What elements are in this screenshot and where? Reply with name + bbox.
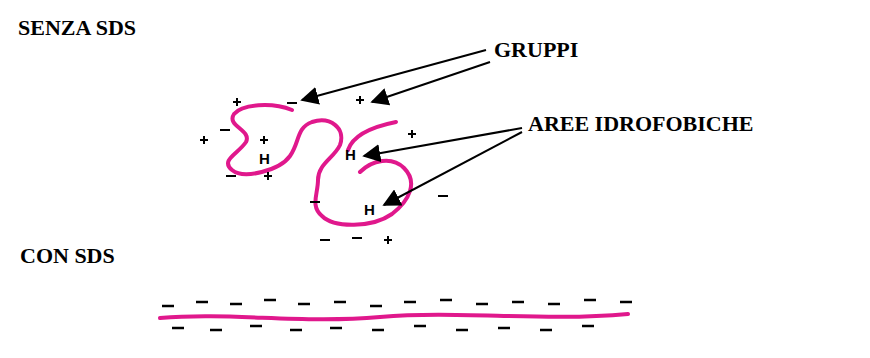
charge-signs <box>200 96 448 244</box>
minus-sign <box>226 175 236 177</box>
minus-sign <box>352 237 362 239</box>
plus-sign <box>384 236 392 244</box>
plus-sign <box>264 172 272 180</box>
minus-signs-bottom <box>172 326 594 330</box>
minus-sign <box>310 201 320 203</box>
leader-arrows <box>302 50 522 205</box>
hydrophobic-mark: H <box>259 151 270 168</box>
section-heading: CON SDS <box>20 244 115 268</box>
plus-sign <box>260 136 268 144</box>
callout-label: GRUPPI <box>494 38 578 62</box>
plus-sign <box>408 130 416 138</box>
unfolded-charges <box>162 300 632 330</box>
minus-sign <box>320 239 330 241</box>
hydrophobic-mark: H <box>364 202 375 219</box>
folded-chain-end <box>348 122 396 150</box>
plus-sign <box>356 96 364 104</box>
protein-chain <box>160 105 628 319</box>
callout-label: AREE IDROFOBICHE <box>528 112 754 136</box>
section-heading: SENZA SDS <box>18 16 136 40</box>
leader-arrow <box>302 50 486 100</box>
folded-chain <box>228 105 411 225</box>
leader-arrow <box>384 132 522 205</box>
minus-sign <box>438 195 448 197</box>
minus-signs-top <box>162 300 632 306</box>
minus-sign <box>220 129 230 131</box>
minus-sign <box>287 102 297 104</box>
hydrophobic-mark: H <box>345 147 356 164</box>
plus-sign <box>233 98 241 106</box>
leader-arrow <box>364 128 522 156</box>
plus-sign <box>200 136 208 144</box>
leader-arrow <box>372 62 490 102</box>
unfolded-chain <box>160 314 628 319</box>
